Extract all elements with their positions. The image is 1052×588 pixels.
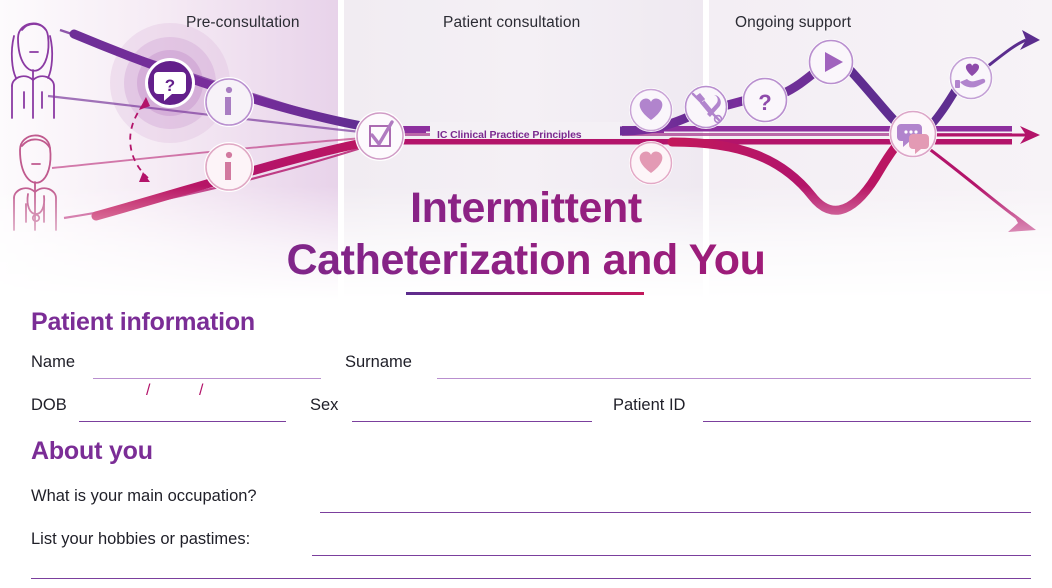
title-underline [406, 292, 644, 295]
dob-separator-2: / [199, 382, 204, 399]
ic-clinical-practice-principles-label: IC Clinical Practice Principles [437, 129, 582, 141]
field-label-dob: DOB [31, 396, 67, 414]
patient-figure [10, 22, 55, 119]
play-icon [808, 39, 854, 85]
field-rule-patient-id[interactable] [703, 420, 1031, 422]
field-label-sex: Sex [310, 396, 339, 414]
info-icon-lower [204, 142, 254, 192]
field-label-name: Name [31, 353, 76, 371]
page-title-line-2: Catheterization and You [0, 234, 1052, 286]
hero-journey-graphic: ? [0, 0, 1052, 300]
svg-text:?: ? [165, 76, 175, 95]
field-label-hobbies: List your hobbies or pastimes: [31, 530, 251, 548]
hand-holding-heart-icon [949, 56, 993, 100]
no-tools-icon [684, 85, 728, 129]
field-label-occupation: What is your main occupation? [31, 487, 257, 505]
band-ongoing-support [709, 0, 1052, 300]
question-speech-bubble-icon: ? [145, 58, 195, 108]
heart-icon-lower [629, 141, 673, 185]
stage-label-pre-consultation: Pre-consultation [186, 14, 300, 31]
field-label-surname: Surname [345, 353, 412, 371]
speech-bubbles-icon [889, 110, 937, 158]
svg-text:?: ? [758, 90, 771, 115]
checkbox-checked-icon [355, 111, 405, 161]
band-pre-consultation [0, 0, 338, 300]
field-rule-dob[interactable] [79, 420, 286, 422]
field-patient-id[interactable]: Patient ID [613, 396, 1031, 422]
stage-label-patient-consultation: Patient consultation [443, 14, 581, 31]
question-mark-icon: ? [742, 77, 788, 123]
info-icon-upper [204, 77, 254, 127]
clinician-figure [13, 134, 57, 231]
journey-diagram: ? [0, 0, 1052, 300]
field-rule-hobbies[interactable] [312, 554, 1031, 556]
stage-label-ongoing-support: Ongoing support [735, 14, 852, 31]
field-sex[interactable]: Sex [310, 396, 592, 422]
flow-magenta-support [667, 131, 911, 215]
section-heading-patient-information: Patient information [31, 308, 255, 336]
dob-separator-1: / [146, 382, 151, 399]
field-rule-surname[interactable] [437, 377, 1031, 379]
field-rule-name[interactable] [93, 377, 321, 379]
section-heading-about-you: About you [31, 437, 153, 465]
field-occupation[interactable]: What is your main occupation? [31, 487, 1031, 513]
field-label-patient-id: Patient ID [613, 396, 686, 414]
heart-icon-upper [629, 88, 673, 132]
field-name[interactable]: Name [31, 353, 321, 379]
field-surname[interactable]: Surname [345, 353, 1031, 379]
field-rule-hobbies-continued[interactable] [31, 578, 1031, 580]
page-title: Intermittent Catheterization and You [0, 182, 1052, 295]
field-rule-sex[interactable] [352, 420, 592, 422]
field-dob[interactable]: DOB / / [31, 382, 286, 422]
field-rule-occupation[interactable] [320, 511, 1031, 513]
field-hobbies[interactable]: List your hobbies or pastimes: [31, 530, 1031, 556]
page-title-line-1: Intermittent [0, 182, 1052, 234]
